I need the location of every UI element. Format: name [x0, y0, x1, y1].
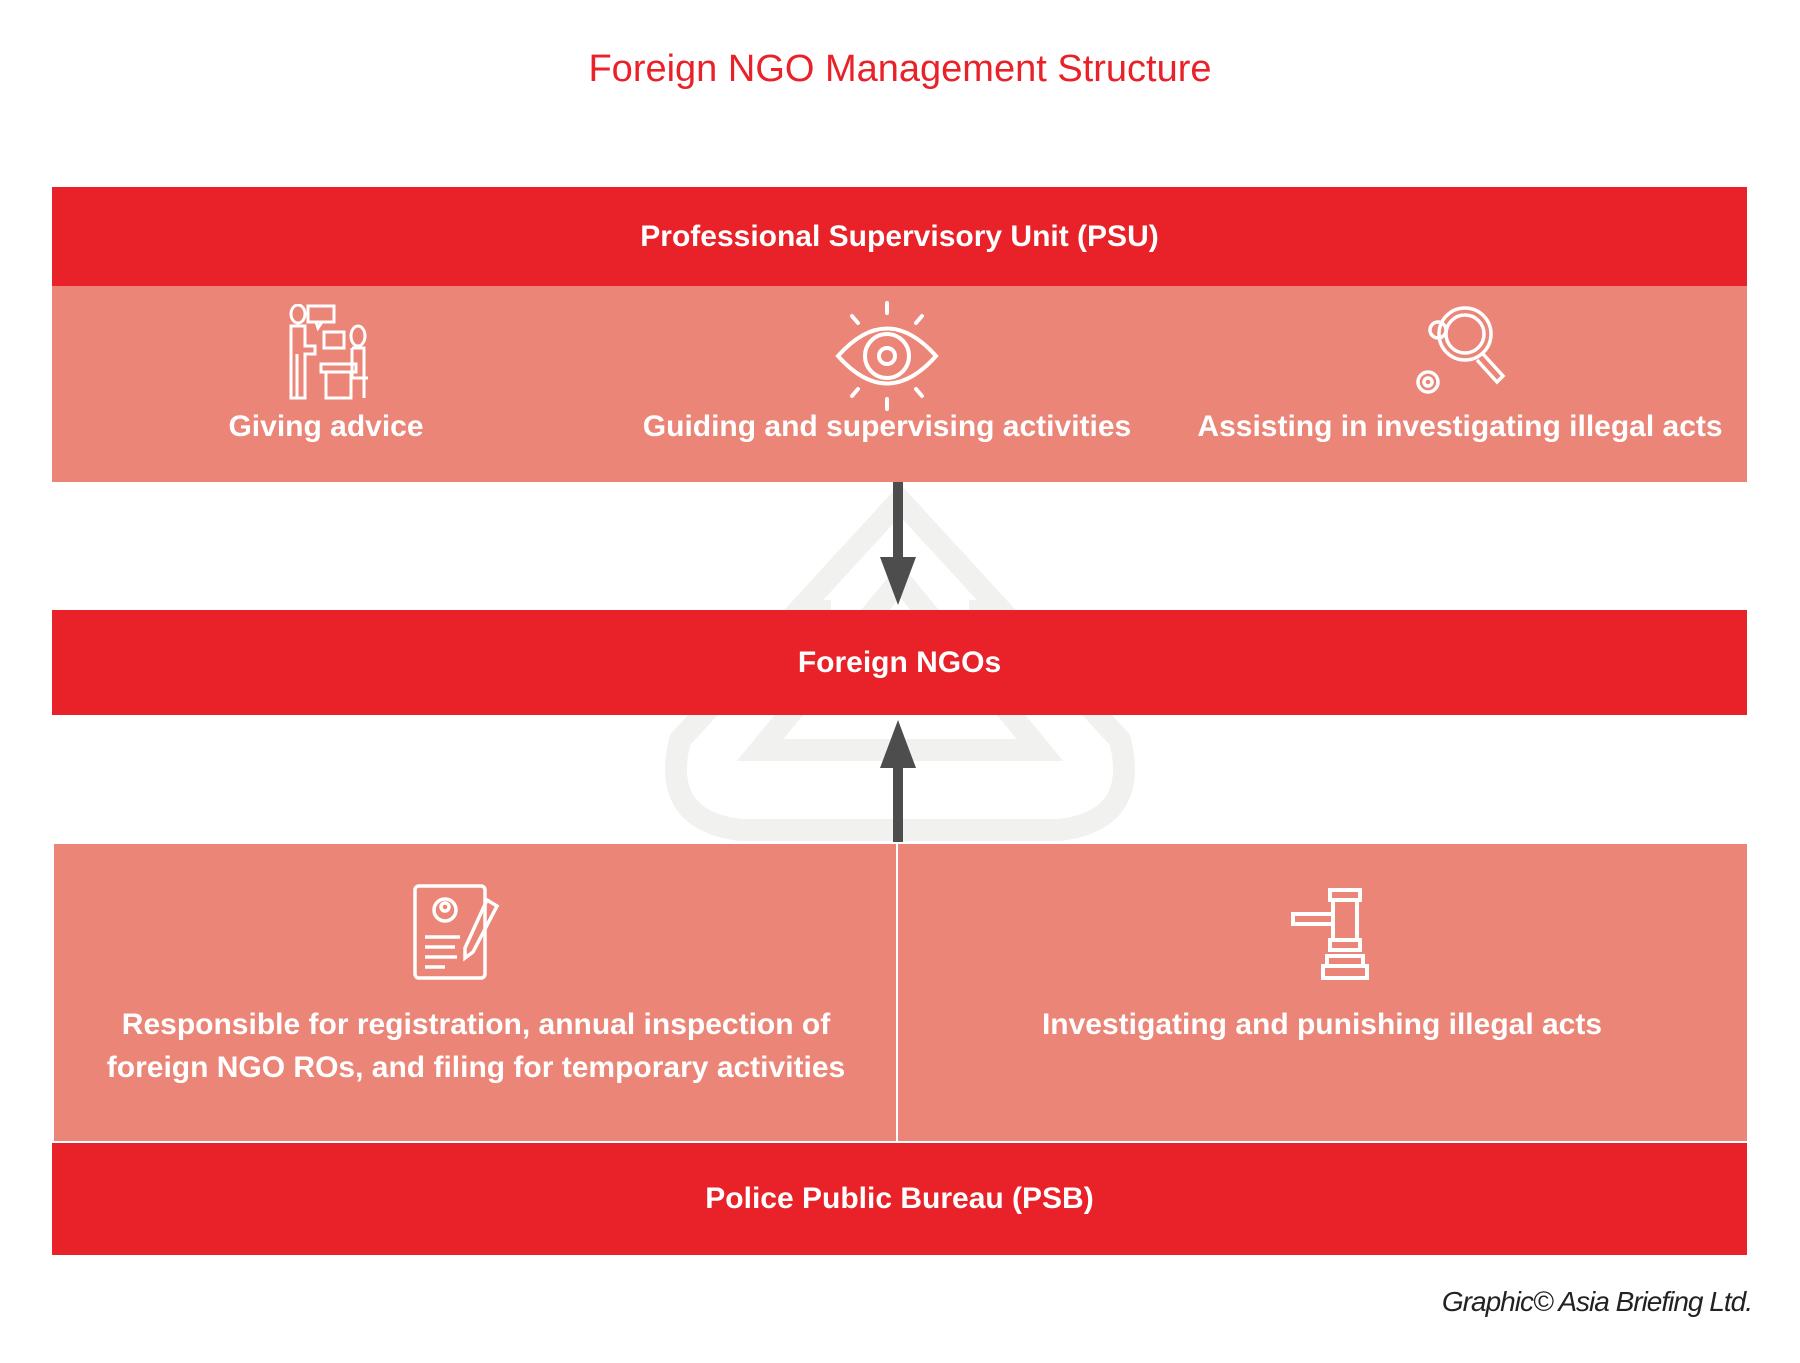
- psb-item-label: Investigating and punishing illegal acts: [1041, 1008, 1603, 1041]
- psb-header: Police Public Bureau (PSB): [52, 1143, 1747, 1255]
- arrow-down-icon: [880, 482, 916, 605]
- foreign-ngos-box: Foreign NGOs: [52, 610, 1747, 715]
- consultation-icon: [289, 304, 368, 400]
- psu-header: Professional Supervisory Unit (PSU): [52, 187, 1747, 286]
- psb-panel-right: [898, 844, 1747, 1141]
- gavel-icon: [1291, 888, 1369, 980]
- diagram-title: Foreign NGO Management Structure: [588, 48, 1212, 90]
- magnifier-gear-icon: [1416, 306, 1506, 394]
- eye-icon: [835, 301, 939, 411]
- psu-item-label: Assisting in investigating illegal acts: [1197, 410, 1723, 443]
- psb-item-label-line2: foreign NGO ROs, and filing for temporar…: [106, 1051, 846, 1084]
- copyright-footer: Graphic© Asia Briefing Ltd.: [1441, 1286, 1753, 1317]
- arrow-up-icon: [880, 720, 916, 842]
- psu-item-label: Giving advice: [228, 410, 424, 443]
- psb-panel-left: [54, 844, 896, 1141]
- psb-item-label-line1: Responsible for registration, annual ins…: [121, 1008, 831, 1041]
- document-pen-icon: [413, 884, 500, 980]
- psu-item-label: Guiding and supervising activities: [642, 410, 1132, 443]
